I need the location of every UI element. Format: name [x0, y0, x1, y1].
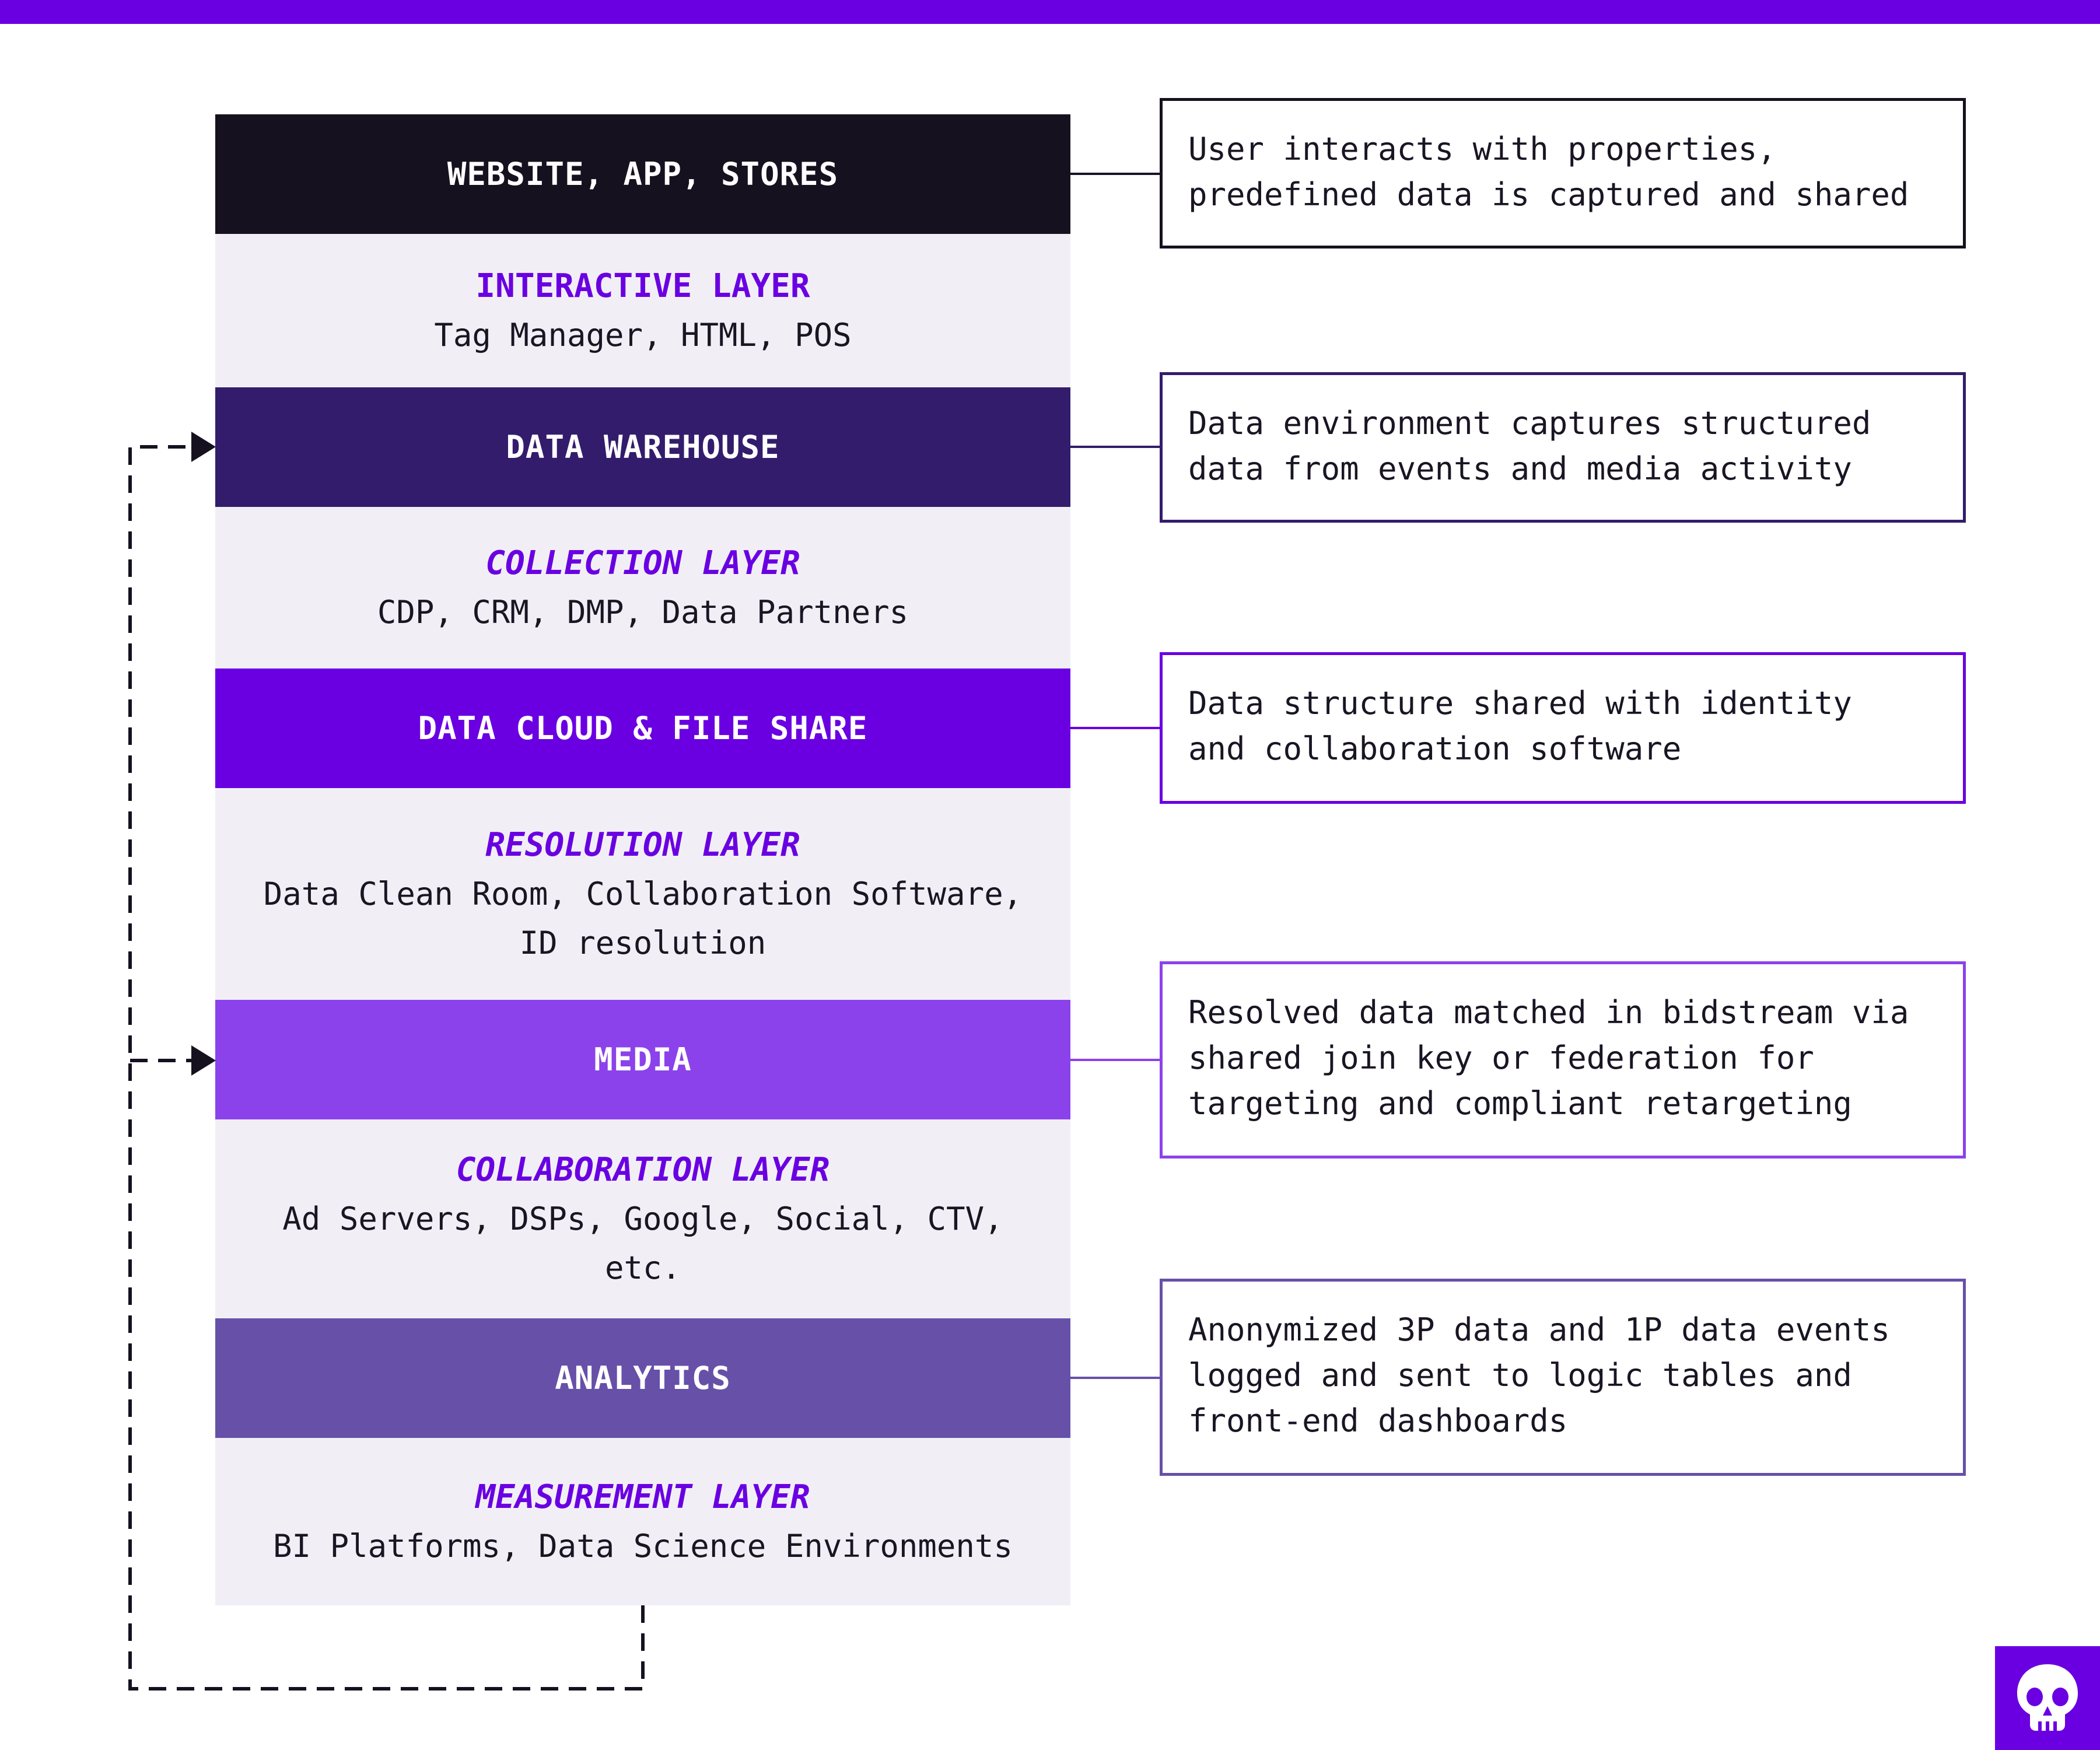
layer-title: INTERACTIVE LAYER	[475, 267, 810, 305]
layer-items: Tag Manager, HTML, POS	[434, 316, 852, 354]
note-cloud: Data structure shared with identity and …	[1160, 652, 1966, 804]
note-line: targeting and compliant retargeting	[1188, 1085, 1852, 1122]
note-line: Resolved data matched in bidstream via	[1188, 994, 1909, 1031]
band-label: DATA WAREHOUSE	[506, 429, 780, 466]
note-line: Data structure shared with identity	[1188, 685, 1852, 722]
note-line: Data environment captures structured	[1188, 405, 1871, 442]
connector-warehouse	[1070, 446, 1160, 448]
layer-title: MEASUREMENT LAYER	[475, 1478, 810, 1516]
brand-badge	[1995, 1646, 2100, 1750]
connector-analytics	[1070, 1377, 1160, 1379]
note-line: and collaboration software	[1188, 730, 1682, 767]
band-website-app-stores: WEBSITE, APP, STORES	[215, 114, 1070, 234]
layer-interactive: INTERACTIVE LAYER Tag Manager, HTML, POS	[215, 234, 1070, 387]
band-label: ANALYTICS	[555, 1360, 731, 1396]
connector-cloud	[1070, 727, 1160, 729]
layer-items: Data Clean Room, Collaboration Software,…	[263, 875, 1023, 961]
layer-title: COLLECTION LAYER	[485, 544, 800, 582]
skull-icon	[2017, 1664, 2078, 1731]
layer-resolution: RESOLUTION LAYER Data Clean Room, Collab…	[215, 788, 1070, 1000]
note-line: data from events and media activity	[1188, 450, 1852, 487]
arrow-to-warehouse-icon	[191, 432, 216, 462]
band-data-warehouse: DATA WAREHOUSE	[215, 387, 1070, 507]
note-line: front-end dashboards	[1188, 1402, 1568, 1439]
connector-media	[1070, 1059, 1160, 1061]
layer-collaboration: COLLABORATION LAYER Ad Servers, DSPs, Go…	[215, 1119, 1070, 1318]
band-media: MEDIA	[215, 1000, 1070, 1119]
feedback-loop-line	[128, 445, 645, 1690]
note-website: User interacts with properties, predefin…	[1160, 98, 1966, 249]
note-line: shared join key or federation for	[1188, 1040, 1814, 1076]
note-line: Anonymized 3P data and 1P data events	[1188, 1311, 1890, 1348]
note-warehouse: Data environment captures structured dat…	[1160, 372, 1966, 523]
layer-items: BI Platforms, Data Science Environments	[273, 1527, 1013, 1564]
connector-website	[1070, 173, 1160, 175]
top-accent-bar	[0, 0, 2100, 24]
layer-collection: COLLECTION LAYER CDP, CRM, DMP, Data Par…	[215, 507, 1070, 668]
band-analytics: ANALYTICS	[215, 1318, 1070, 1438]
note-line: logged and sent to logic tables and	[1188, 1357, 1852, 1394]
layer-items: CDP, CRM, DMP, Data Partners	[377, 593, 909, 631]
band-label: DATA CLOUD & FILE SHARE	[418, 710, 868, 747]
layer-items: Ad Servers, DSPs, Google, Social, CTV, e…	[282, 1200, 1003, 1286]
arrow-to-media-icon	[191, 1045, 216, 1076]
layer-measurement: MEASUREMENT LAYER BI Platforms, Data Sci…	[215, 1438, 1070, 1605]
note-analytics: Anonymized 3P data and 1P data events lo…	[1160, 1279, 1966, 1476]
layer-title: COLLABORATION LAYER	[456, 1150, 830, 1189]
note-media: Resolved data matched in bidstream via s…	[1160, 961, 1966, 1158]
band-data-cloud-file-share: DATA CLOUD & FILE SHARE	[215, 668, 1070, 788]
band-label: WEBSITE, APP, STORES	[447, 156, 839, 192]
layer-title: RESOLUTION LAYER	[485, 825, 800, 864]
band-label: MEDIA	[594, 1041, 692, 1078]
note-line: User interacts with properties,	[1188, 131, 1776, 167]
note-line: predefined data is captured and shared	[1188, 176, 1909, 213]
